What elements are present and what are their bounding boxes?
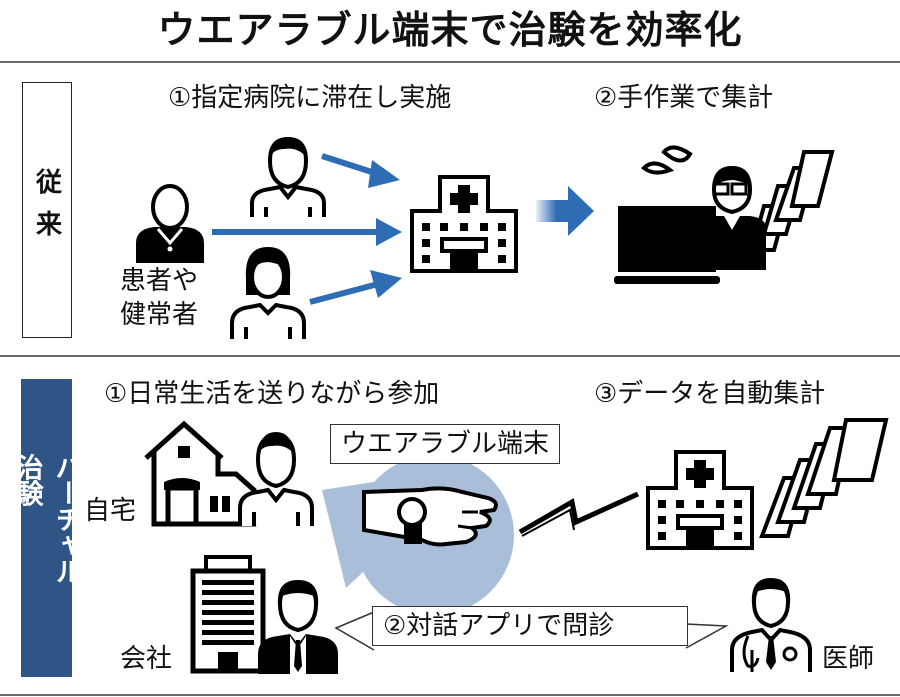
hospital-virtual-icon — [646, 450, 754, 550]
arrow-from-man-icon — [321, 153, 400, 188]
section-divider — [0, 355, 900, 357]
man-at-home-icon — [238, 432, 314, 526]
doctor-icon — [730, 578, 812, 672]
participants-label-line2: 健常者 — [120, 300, 199, 330]
participants-label-line1: 患者や — [120, 266, 199, 296]
virtual-step-3: ③データを自動集計 — [594, 379, 826, 409]
woman-icon — [230, 247, 306, 339]
home-label: 自宅 — [84, 496, 137, 526]
interview-app-label: ②対話アプリで問診 — [372, 606, 688, 646]
wireless-signal-icon — [518, 491, 640, 537]
conventional-step-2: ②手作業で集計 — [594, 83, 774, 113]
arrow-from-woman-icon — [309, 270, 402, 305]
office-building-icon — [190, 555, 266, 674]
conventional-step-1: ①指定病院に滞在し実施 — [168, 83, 452, 113]
wearable-device-label: ウエアラブル端末 — [330, 424, 561, 464]
hospital-icon — [410, 175, 518, 273]
page-title: ウエアラブル端末で治験を効率化 — [157, 8, 743, 52]
laptop-worker-icon — [614, 145, 835, 284]
businessman-icon — [258, 580, 338, 674]
office-label: 会社 — [120, 644, 173, 674]
elderly-person-icon — [136, 184, 204, 263]
wristwatch-icon — [362, 486, 498, 547]
house-icon — [144, 420, 257, 527]
virtual-label-text: バーチャル治験 — [11, 453, 82, 584]
section-label-virtual: バーチャル治験 — [12, 379, 82, 677]
virtual-step-1: ①日常生活を送りながら参加 — [104, 379, 440, 409]
man-icon — [250, 136, 326, 217]
title-divider — [0, 61, 900, 63]
paper-stack-icon — [759, 418, 889, 538]
section-label-conventional: 従来 — [22, 82, 72, 338]
arrow-from-elderly-icon — [212, 218, 402, 246]
conventional-label-text: 従来 — [31, 168, 62, 252]
gradient-arrow-icon — [536, 186, 594, 236]
bottom-divider — [0, 694, 900, 696]
doctor-label: 医師 — [822, 644, 875, 674]
